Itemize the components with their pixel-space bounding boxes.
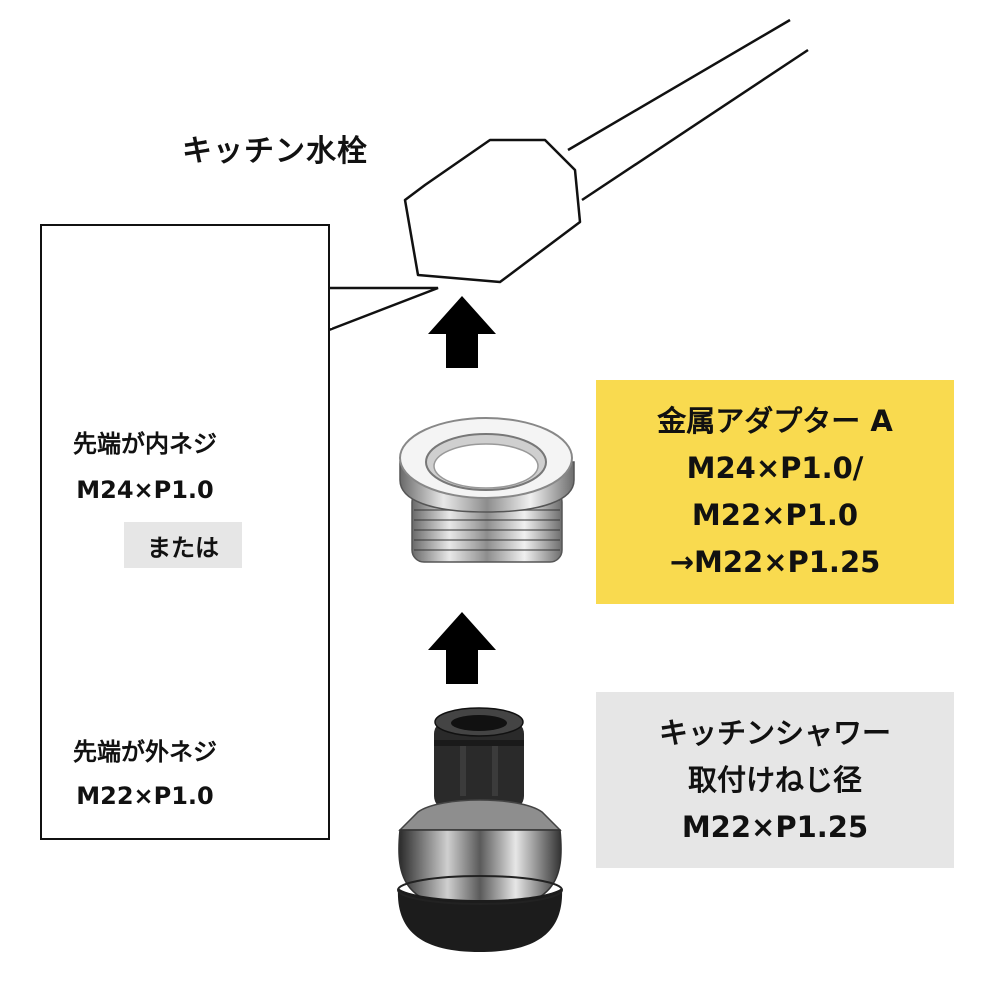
- adapter-spec-box: 金属アダプター A M24×P1.0/ M22×P1.0 →M22×P1.25: [596, 380, 954, 604]
- faucet-label: キッチン水栓: [182, 134, 368, 169]
- adapter-spec-line: 金属アダプター A: [657, 404, 893, 438]
- kitchen-shower-photo: [397, 707, 563, 952]
- metal-adapter-photo: [399, 417, 575, 563]
- or-badge: または: [124, 522, 242, 568]
- outer-thread-label: 先端が外ネジ: [73, 738, 217, 766]
- shower-spec-box: キッチンシャワー 取付けねじ径 M22×P1.25: [596, 692, 954, 868]
- shower-spec-line: キッチンシャワー: [658, 715, 891, 750]
- arrow-up-lower-icon: [428, 612, 496, 684]
- arrow-up-upper-icon: [428, 296, 496, 368]
- kitchen-faucet-drawing: [403, 18, 809, 284]
- adapter-spec-line: M22×P1.0: [691, 498, 859, 532]
- shower-spec-line: M22×P1.25: [681, 809, 869, 844]
- outer-thread-spec: M22×P1.0: [76, 782, 214, 810]
- inner-thread-label: 先端が内ネジ: [73, 430, 217, 458]
- inner-thread-spec: M24×P1.0: [76, 476, 214, 504]
- callout-pointer: [325, 286, 439, 332]
- shower-spec-line: 取付けねじ径: [687, 762, 862, 797]
- adapter-spec-line: →M22×P1.25: [669, 545, 881, 579]
- adapter-spec-line: M24×P1.0/: [686, 451, 864, 485]
